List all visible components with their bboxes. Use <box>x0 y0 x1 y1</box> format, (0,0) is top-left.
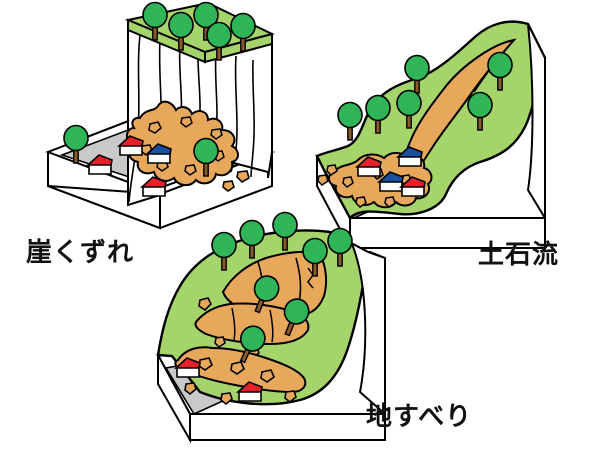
label-cliff-collapse: 崖くずれ <box>26 238 135 268</box>
landslide-slide-blocks <box>174 250 328 406</box>
panel-debris-flow <box>315 20 547 249</box>
panel-landslide <box>156 211 386 444</box>
panel-cliff-collapse <box>45 1 275 230</box>
label-debris-flow: 土石流 <box>478 240 560 270</box>
label-landslide: 地すべり <box>366 402 473 432</box>
